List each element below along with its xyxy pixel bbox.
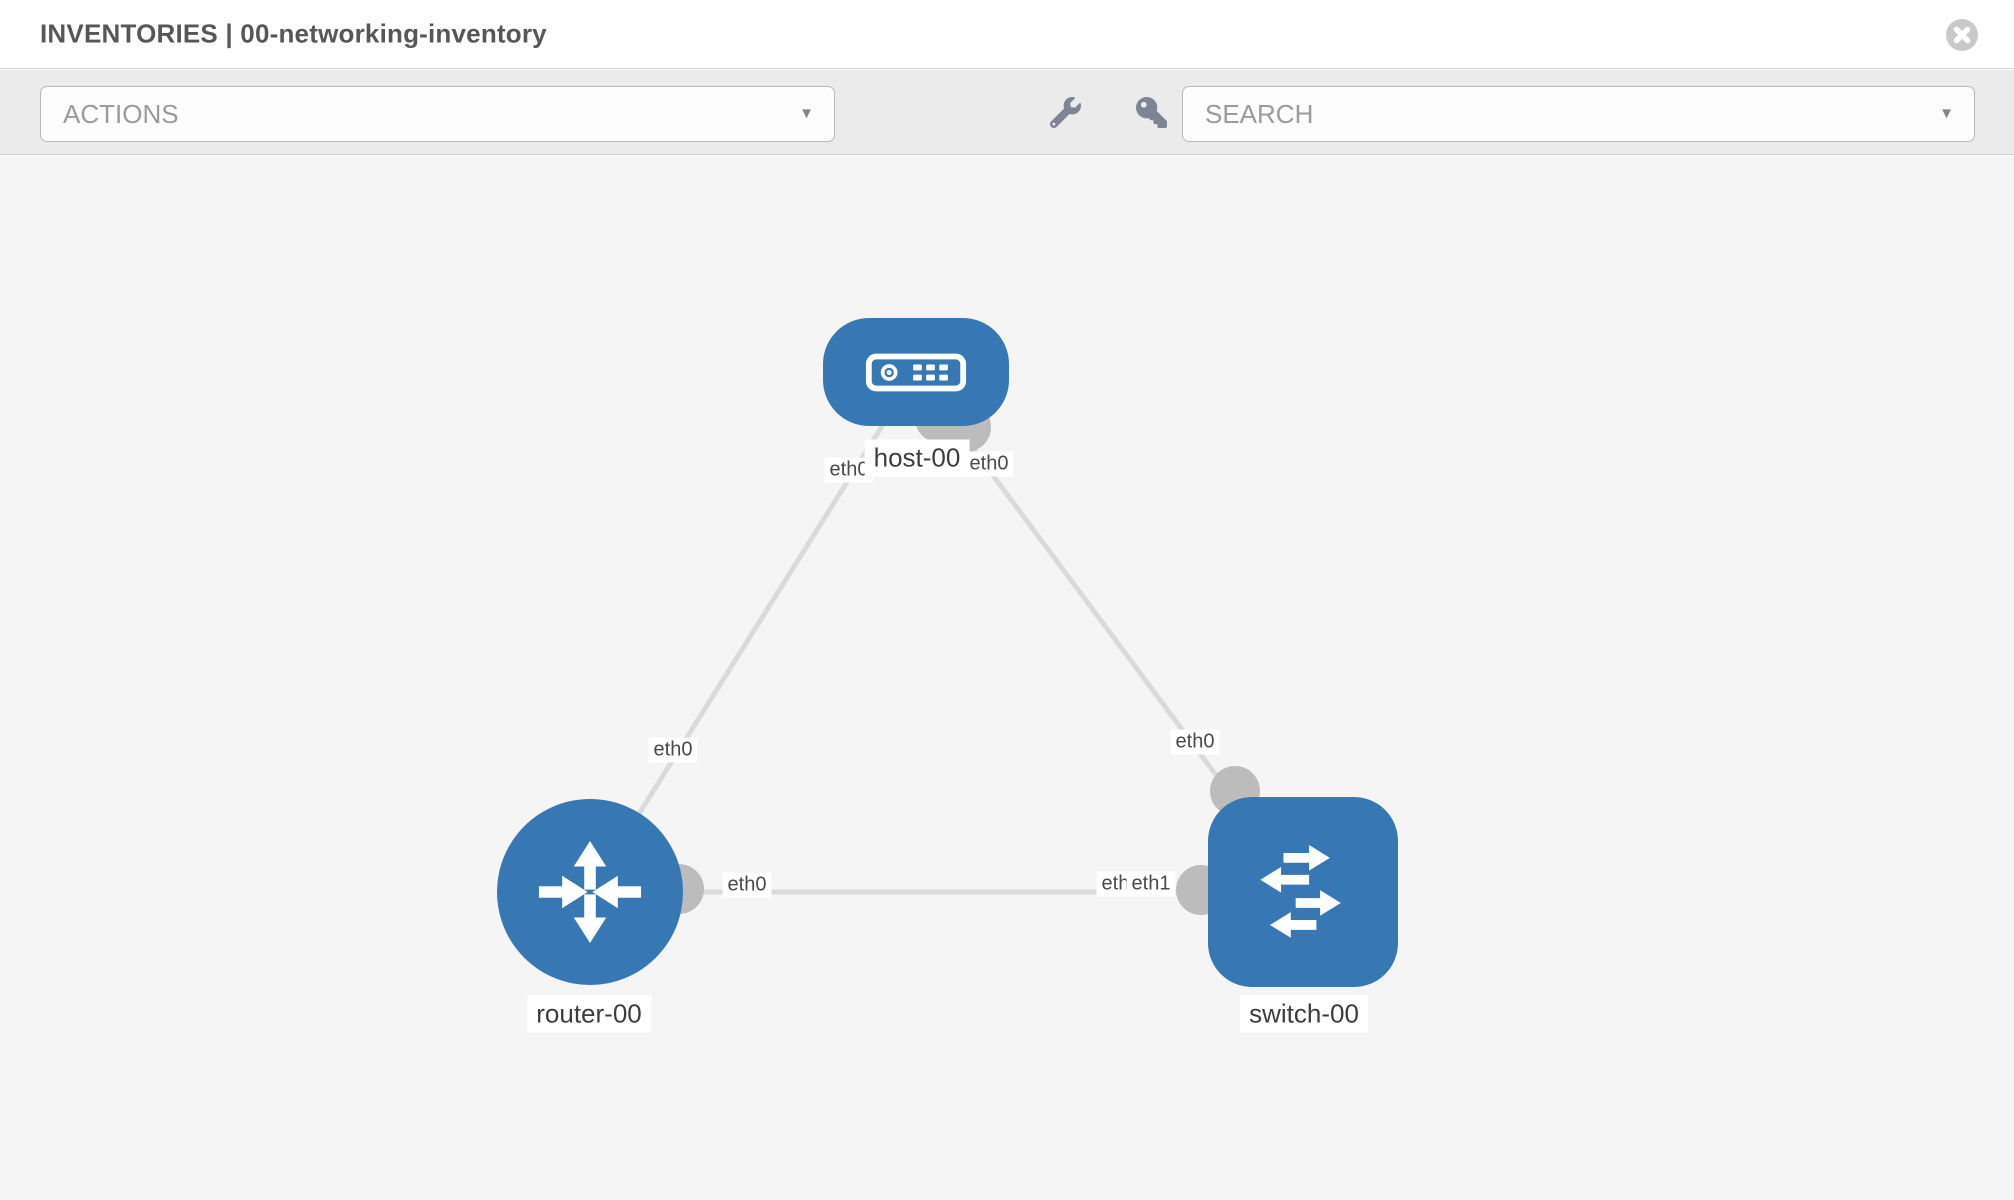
close-button[interactable] — [1945, 18, 1979, 52]
wrench-icon — [1049, 97, 1081, 129]
credentials-button[interactable] — [1134, 97, 1168, 131]
close-icon — [1946, 19, 1978, 51]
device-node-switch-00[interactable] — [1208, 797, 1398, 987]
node-label-host-00: host-00 — [864, 439, 970, 477]
search-dropdown-label: SEARCH — [1205, 98, 1314, 129]
key-icon — [1135, 97, 1167, 128]
page-title: INVENTORIES | 00-networking-inventory — [40, 18, 547, 49]
actions-dropdown-label: ACTIONS — [63, 98, 179, 129]
node-label-router-00: router-00 — [527, 995, 651, 1033]
interface-label: eth0 — [648, 737, 698, 763]
interface-label: eth0 — [964, 451, 1014, 477]
host-icon — [865, 353, 967, 391]
interface-label: eth0 — [722, 872, 772, 898]
interface-label: eth0 — [824, 457, 874, 483]
interface-label: eth0 — [1170, 729, 1220, 755]
device-node-router-00[interactable] — [497, 799, 683, 985]
router-icon — [538, 840, 642, 944]
configure-button[interactable] — [1048, 97, 1082, 131]
switch-icon — [1260, 845, 1341, 938]
toolbar: ACTIONS SEARCH — [0, 70, 2014, 155]
toolbar-icon-group — [1048, 86, 1168, 142]
node-label-switch-00: switch-00 — [1240, 995, 1368, 1033]
topology-links-layer — [587, 370, 1306, 915]
device-node-host-00[interactable] — [823, 318, 1009, 426]
chevron-down-icon — [799, 105, 814, 123]
chevron-down-icon — [1939, 105, 1954, 123]
interface-label: eth1 — [1126, 871, 1176, 897]
search-dropdown[interactable]: SEARCH — [1182, 86, 1975, 142]
actions-dropdown[interactable]: ACTIONS — [40, 86, 835, 142]
header: INVENTORIES | 00-networking-inventory — [0, 0, 2014, 69]
